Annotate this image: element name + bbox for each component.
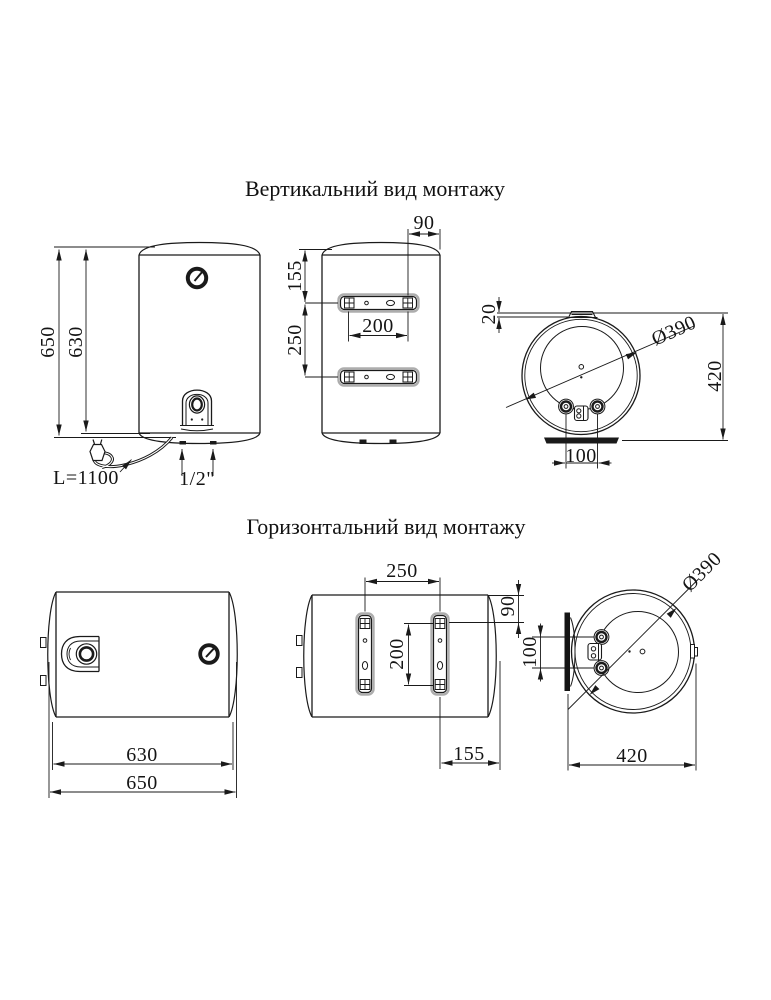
mounting-bracket-lower	[337, 367, 420, 387]
mounting-bracket-left	[355, 612, 375, 696]
dim-bracket-spacing: 250	[284, 324, 306, 356]
thermometer-dial-icon	[185, 266, 209, 290]
dim-total-height: 650	[37, 326, 59, 358]
dim-total-depth: 420	[704, 360, 726, 392]
dim-top-offset-h: 90	[497, 595, 519, 617]
foot-stub	[359, 439, 367, 444]
pipe-stub	[210, 441, 217, 445]
power-plug-icon	[89, 439, 106, 462]
dim-total-length: 650	[126, 772, 158, 794]
dim-pipe-spacing: 100	[565, 445, 597, 467]
dim-hole-spacing: 200	[362, 315, 394, 337]
pipe-connection	[558, 398, 574, 415]
pipe-stub	[40, 675, 47, 686]
rear-bracket-nub	[694, 647, 698, 657]
dim-hole-spacing-h: 200	[386, 638, 408, 670]
dim-total-depth-h: 420	[616, 745, 648, 767]
vertical-rear-view	[299, 229, 441, 445]
thermostat-cover	[180, 389, 214, 432]
wall-plate	[564, 612, 570, 691]
dim-pipe-spacing-h: 100	[519, 636, 541, 668]
horizontal-rear-view	[296, 577, 524, 770]
pipe-connection	[593, 660, 610, 676]
pipe-stub	[296, 635, 303, 646]
pipe-connection	[589, 398, 606, 415]
dim-body-length: 630	[126, 744, 158, 766]
thermometer-dial-icon	[198, 643, 220, 665]
dim-edge-offset-h: 155	[453, 743, 485, 765]
vertical-view-title: Вертикальний вид монтажу	[244, 176, 506, 201]
dim-top-offset: 155	[284, 260, 306, 292]
mounting-bracket-right	[430, 612, 450, 696]
base-plate	[544, 437, 619, 444]
vertical-front-view	[54, 241, 261, 476]
label-thread-size: 1/2"	[179, 468, 215, 490]
vertical-bottom-view	[496, 297, 728, 469]
dim-cap-height: 20	[478, 303, 500, 325]
pipe-connection	[593, 629, 610, 645]
dim-edge-offset: 90	[413, 212, 435, 234]
rear-bracket-nub	[690, 644, 695, 659]
anode-bracket	[587, 642, 603, 661]
horizontal-front-view	[40, 591, 238, 798]
horizontal-view-title: Горизонтальний вид монтажу	[246, 514, 526, 539]
dim-body-height: 630	[65, 326, 87, 358]
label-cable-length: L=1100	[53, 467, 119, 489]
thermostat-cover	[60, 635, 100, 673]
mounting-bracket-upper	[337, 293, 420, 313]
dim-bracket-spacing-h: 250	[386, 560, 418, 582]
pipe-stub	[179, 441, 186, 445]
pipe-stub	[296, 667, 303, 678]
foot-stub	[389, 439, 397, 444]
horizontal-side-view	[532, 578, 700, 771]
anode-bracket	[573, 405, 589, 422]
pipe-stub	[40, 637, 47, 648]
